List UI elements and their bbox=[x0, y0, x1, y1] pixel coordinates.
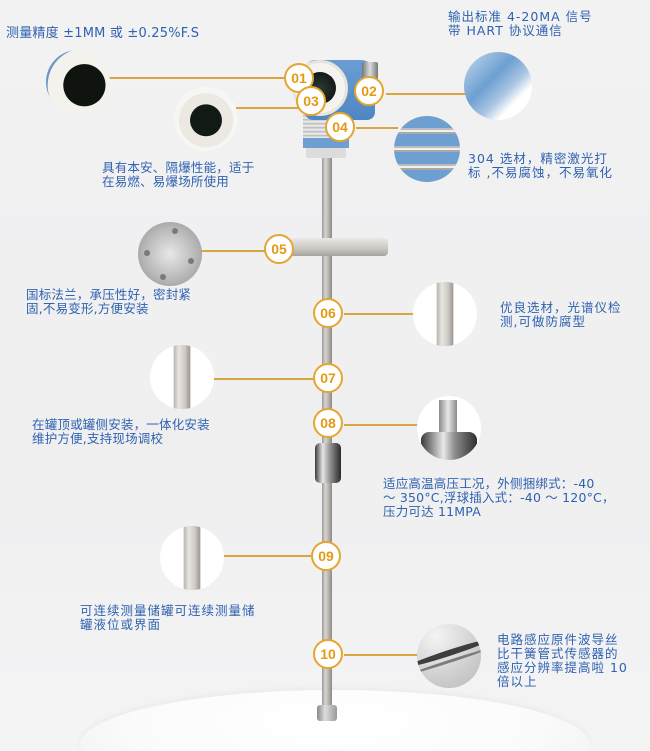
leader-line-09 bbox=[222, 555, 314, 557]
rod-material-icon bbox=[413, 282, 477, 346]
bolt-hole bbox=[160, 274, 166, 280]
laser-marked-housing-icon bbox=[394, 116, 460, 182]
float-ball-icon bbox=[417, 396, 481, 460]
leader-line-02 bbox=[386, 93, 466, 95]
caption-05: 国标法兰，承压性好，密封紧 固,不易变形,方便安装 bbox=[26, 287, 192, 316]
leader-line-03 bbox=[236, 107, 298, 109]
continuous-measurement-icon bbox=[160, 526, 224, 590]
badge-09: 09 bbox=[311, 541, 341, 571]
leader-line-08 bbox=[344, 424, 420, 426]
bolt-hole bbox=[172, 228, 178, 234]
caption-04: 304 选材，精密激光打 标 ,不易腐蚀，不易氧化 bbox=[468, 151, 613, 180]
display-window-icon bbox=[46, 50, 110, 114]
flange-icon bbox=[138, 222, 202, 286]
float-rod-detail bbox=[439, 400, 457, 434]
explosion-proof-cover-icon bbox=[174, 87, 238, 151]
badge-10: 10 bbox=[313, 639, 343, 669]
badge-04: 04 bbox=[325, 112, 355, 142]
head-neck-band bbox=[303, 138, 349, 148]
badge-05: 05 bbox=[264, 234, 294, 264]
bolt-hole bbox=[188, 258, 194, 264]
badge-02: 02 bbox=[354, 76, 384, 106]
caption-07: 在罐顶或罐侧安装，一体化安装 维护方便,支持现场调校 bbox=[32, 417, 210, 446]
caption-02: 输出标准 4-20MA 信号 带 HART 协议通信 bbox=[448, 9, 593, 38]
head-base bbox=[306, 148, 346, 158]
float-body-detail bbox=[421, 432, 477, 460]
leader-line-05 bbox=[200, 250, 266, 252]
cable-gland bbox=[362, 62, 378, 80]
mounting-flange bbox=[290, 238, 388, 256]
bolt-hole bbox=[144, 250, 150, 256]
rod-mount-icon bbox=[150, 345, 214, 409]
caption-03: 具有本安、隔爆性能，适于 在易燃、易爆场所使用 bbox=[102, 160, 255, 189]
float-ball bbox=[315, 443, 341, 483]
caption-09: 可连续测量储罐可连续测量储 罐液位或界面 bbox=[80, 603, 256, 632]
badge-07: 07 bbox=[313, 363, 343, 393]
cable-gland-icon bbox=[464, 52, 532, 120]
badge-08: 08 bbox=[313, 408, 343, 438]
badge-06: 06 bbox=[313, 298, 343, 328]
leader-line-10 bbox=[344, 654, 422, 656]
waveguide-wire-icon bbox=[417, 624, 481, 688]
caption-10: 电路感应原件波导丝 比干簧管式传感器的 感应分辨率提高啦 10 倍以上 bbox=[497, 632, 628, 689]
probe-tip bbox=[317, 705, 337, 721]
leader-line-01 bbox=[108, 77, 290, 79]
caption-01: 测量精度 ±1MM 或 ±0.25%F.S bbox=[6, 26, 200, 41]
badge-03: 03 bbox=[296, 86, 326, 116]
caption-08: 适应高温高压工况，外侧捆绑式：-40 ～ 350°C,浮球插入式：-40 ～ 1… bbox=[383, 476, 615, 519]
leader-line-06 bbox=[344, 313, 416, 315]
caption-06: 优良选材，光谱仪检 测,可做防腐型 bbox=[500, 300, 622, 329]
leader-line-04 bbox=[356, 127, 398, 129]
leader-line-07 bbox=[212, 378, 314, 380]
